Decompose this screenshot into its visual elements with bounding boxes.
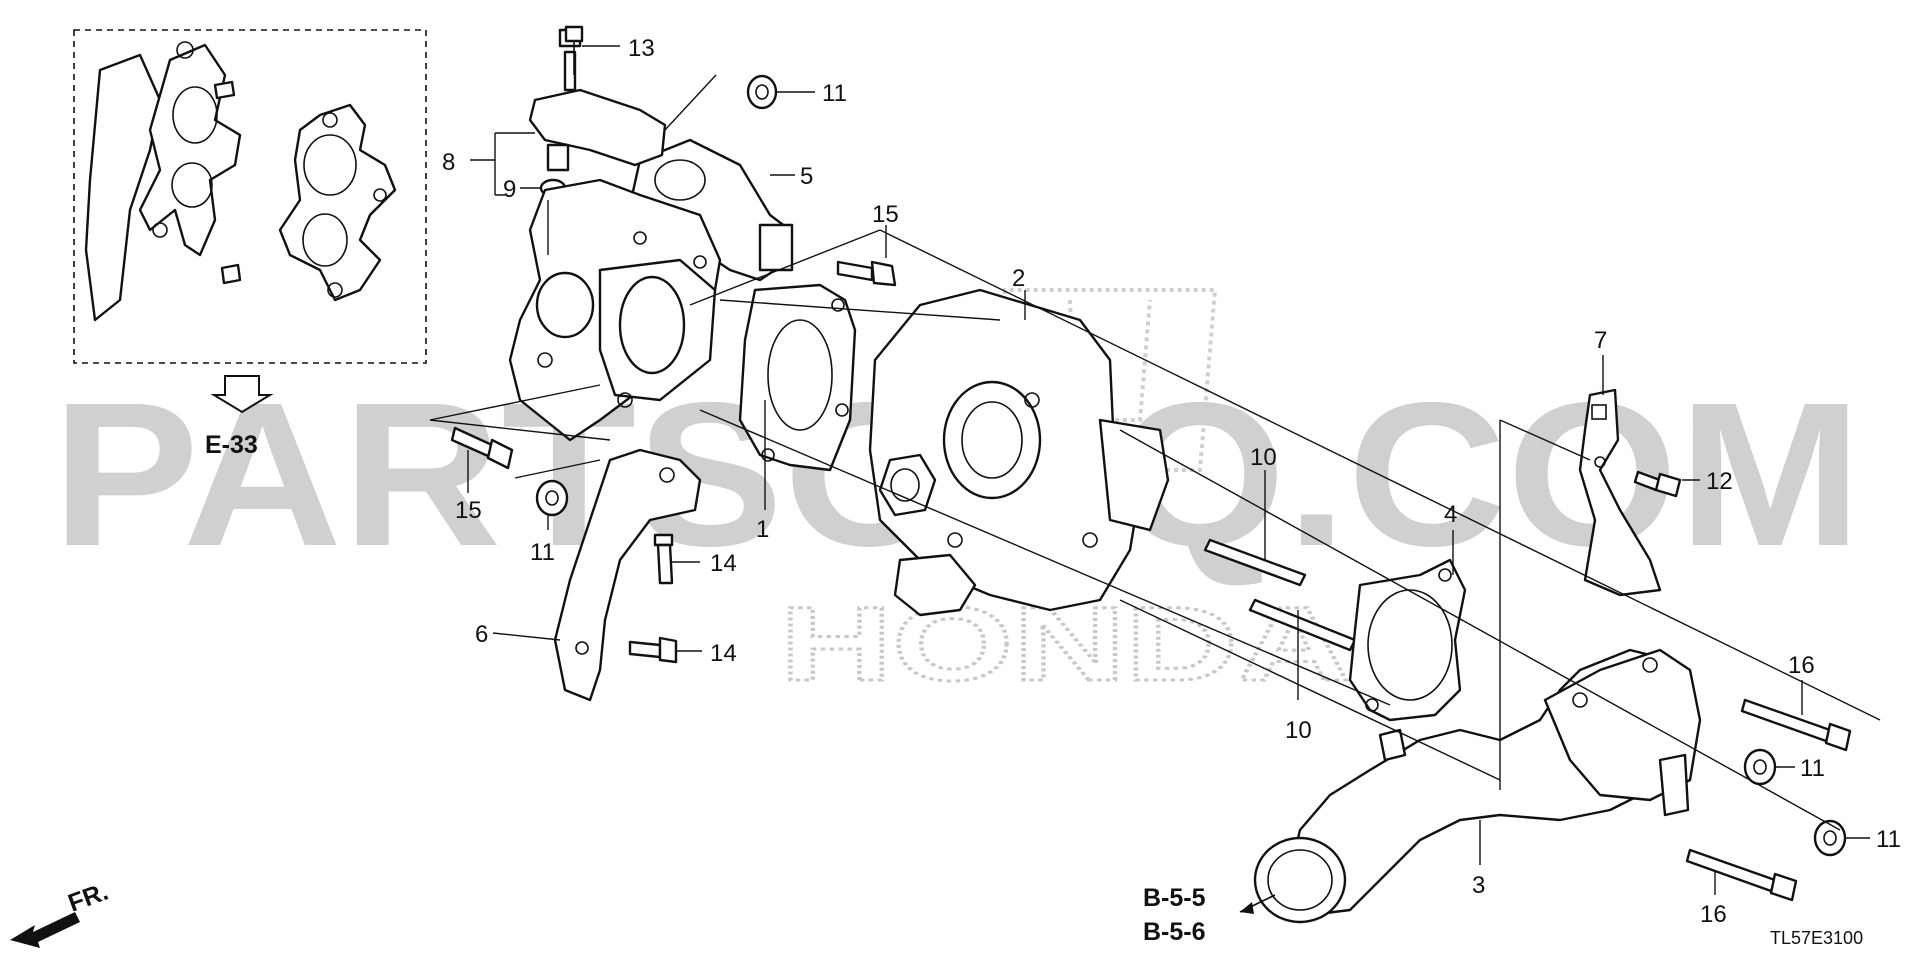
callout-12: 12 [1706,468,1733,495]
callout-5: 5 [800,163,813,190]
part-2-main-body [868,288,1170,617]
nut-11-right-lower [1813,819,1847,857]
callout-1: 1 [756,516,769,543]
callout-16-upper: 16 [1788,652,1815,679]
callout-11-top: 11 [822,80,847,107]
callout-7: 7 [1594,327,1607,354]
part-3-pipe [1253,648,1702,924]
callout-14-lower: 14 [710,640,737,667]
callout-11-right-upper: 11 [1800,755,1825,782]
part-6-bracket [553,448,702,702]
bolt-12 [1633,470,1682,498]
e33-arrow [210,375,274,414]
callout-16-lower: 16 [1700,901,1727,928]
callout-10-lower: 10 [1285,717,1312,744]
bolt-14-upper [653,533,674,585]
valve-housing [508,178,722,442]
part-5-valve [628,138,794,282]
bolt-15-lower [450,426,514,470]
front-label: FR. [64,878,111,918]
alignment-lines [429,229,1881,831]
nut-11-right-upper [1743,748,1777,786]
leader-lines [467,45,1870,895]
callout-6: 6 [475,621,488,648]
bolt-15-upper [836,260,897,287]
bolt-14-lower [628,636,678,664]
callout-11-left: 11 [530,539,555,566]
inset-box [73,29,427,364]
bolt-13 [564,25,584,75]
ref-b-5-6: B-5-6 [1143,918,1206,946]
callout-3: 3 [1472,872,1485,899]
callout-15-upper: 15 [872,201,899,228]
callout-14-upper: 14 [710,550,737,577]
callout-8: 8 [442,149,455,176]
callout-11-right-lower: 11 [1876,826,1901,853]
diagram-code: TL57E3100 [1770,928,1863,948]
callout-4: 4 [1444,501,1457,528]
callout-15-lower: 15 [455,497,482,524]
part-4-gasket [1348,558,1467,722]
stud-10-upper [1203,538,1307,587]
callout-9: 9 [503,176,516,203]
nut-11-top [746,74,778,110]
callout-2: 2 [1012,265,1025,292]
bolt-16-lower [1685,848,1798,902]
bolt-16-upper [1740,698,1852,752]
callout-13: 13 [628,35,655,62]
front-arrow-icon [10,912,80,948]
ref-e33: E-33 [205,431,258,459]
stud-10-lower [1248,598,1357,652]
ref-arrow [1239,894,1276,914]
nut-11-left [535,479,569,517]
part-1-gasket [738,283,857,472]
part-7-bracket [1578,388,1662,597]
callout-10-upper: 10 [1250,444,1277,471]
ref-b-5-5: B-5-5 [1143,884,1206,912]
